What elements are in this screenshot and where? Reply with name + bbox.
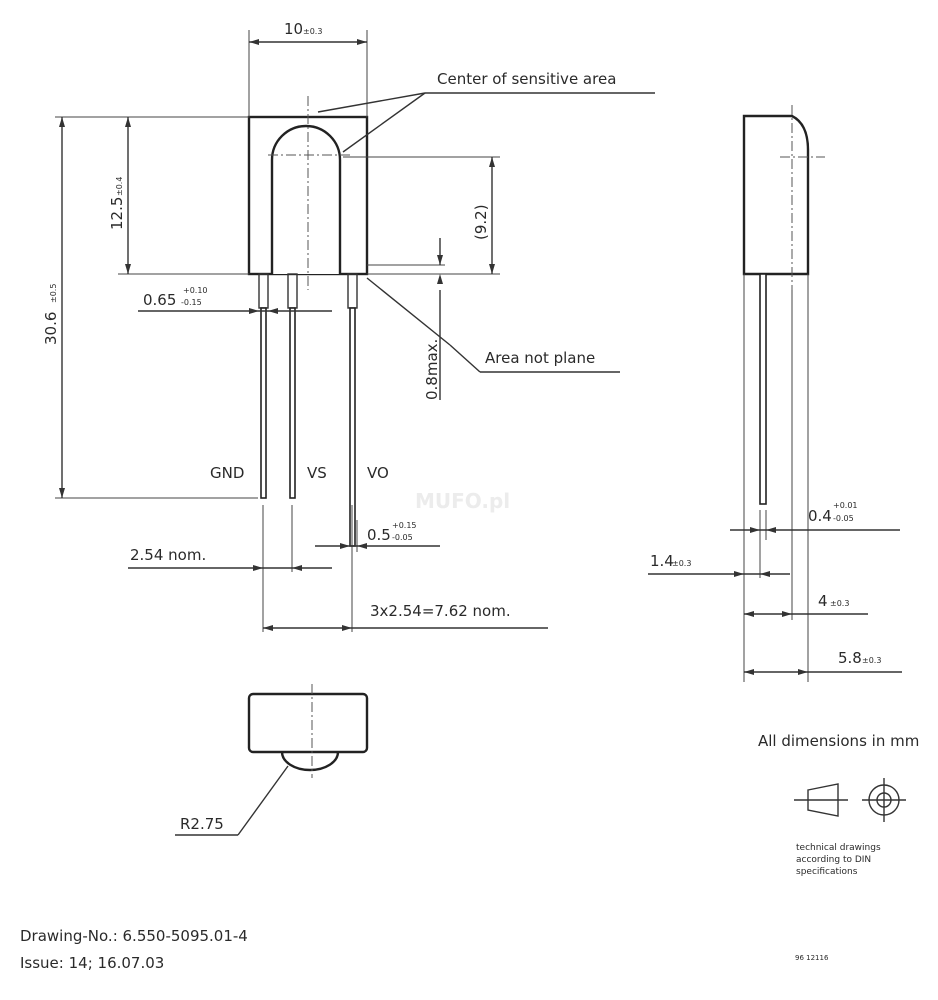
lead-width-minus: -0.05 <box>392 533 413 542</box>
lead-width-value: 0.5 <box>367 526 391 544</box>
side-4-value: 4 <box>818 592 828 610</box>
side-lead <box>759 273 767 505</box>
projection-circle-icon <box>862 778 906 822</box>
pin-width-value: 0.65 <box>143 291 176 309</box>
lead-width-plus: +0.15 <box>392 521 417 530</box>
watermark: MUFO.pl <box>415 489 510 513</box>
area-not-plane-label: Area not plane <box>485 349 595 367</box>
tech-note-3: specifications <box>796 867 858 877</box>
bottom-view: R2.75 <box>175 684 369 836</box>
issue: Issue: 14; 16.07.03 <box>20 954 164 972</box>
width-value: 10 <box>284 20 303 38</box>
side-view: 0.4 +0.01 -0.05 1.4 ±0.3 4 ±0.3 5.8 ±0.3 <box>648 105 902 682</box>
body-height-value: 12.5 <box>108 197 126 230</box>
dim-9-2: (9.2) <box>472 204 490 240</box>
side-lead-value: 0.4 <box>808 507 832 525</box>
side-body <box>742 114 810 276</box>
all-dims-note: All dimensions in mm <box>758 732 919 750</box>
pin-width-minus: -0.15 <box>181 298 202 307</box>
drawing-code: 96 12116 <box>795 954 829 962</box>
total-height-value: 30.6 <box>42 312 60 345</box>
radius-label: R2.75 <box>180 815 224 833</box>
lens-dome <box>270 124 342 274</box>
pin-label-vs: VS <box>307 464 327 482</box>
tech-note-1: technical drawings <box>796 843 881 853</box>
drawing-number: Drawing-No.: 6.550-5095.01-4 <box>20 927 248 945</box>
side-4-tol: ±0.3 <box>830 599 849 608</box>
pin-label-gnd: GND <box>210 464 244 482</box>
body-height-tol: ±0.4 <box>115 177 124 196</box>
span-label: 3x2.54=7.62 nom. <box>370 602 511 620</box>
side-lead-plus: +0.01 <box>833 501 858 510</box>
width-tol: ±0.3 <box>303 27 322 36</box>
side-5-8-tol: ±0.3 <box>862 656 881 665</box>
pins <box>258 273 358 547</box>
pin-width-plus: +0.10 <box>183 286 208 295</box>
tech-note-2: according to DIN <box>796 855 871 865</box>
bottom-dome <box>280 751 340 772</box>
side-lead-minus: -0.05 <box>833 514 854 523</box>
total-height-tol: ±0.5 <box>49 284 58 303</box>
projection-cone-icon <box>794 783 848 817</box>
side-5-8-value: 5.8 <box>838 649 862 667</box>
center-sensitive-label: Center of sensitive area <box>437 70 616 88</box>
max-0-8: 0.8max. <box>423 339 441 400</box>
front-view: 10 ±0.3 Center of sensitive area 12.5 ±0… <box>42 20 655 632</box>
side-1-4-value: 1.4 <box>650 552 674 570</box>
side-1-4-tol: ±0.3 <box>672 559 691 568</box>
pitch-label: 2.54 nom. <box>130 546 206 564</box>
bottom-body <box>247 692 369 754</box>
pin-label-vo: VO <box>367 464 389 482</box>
